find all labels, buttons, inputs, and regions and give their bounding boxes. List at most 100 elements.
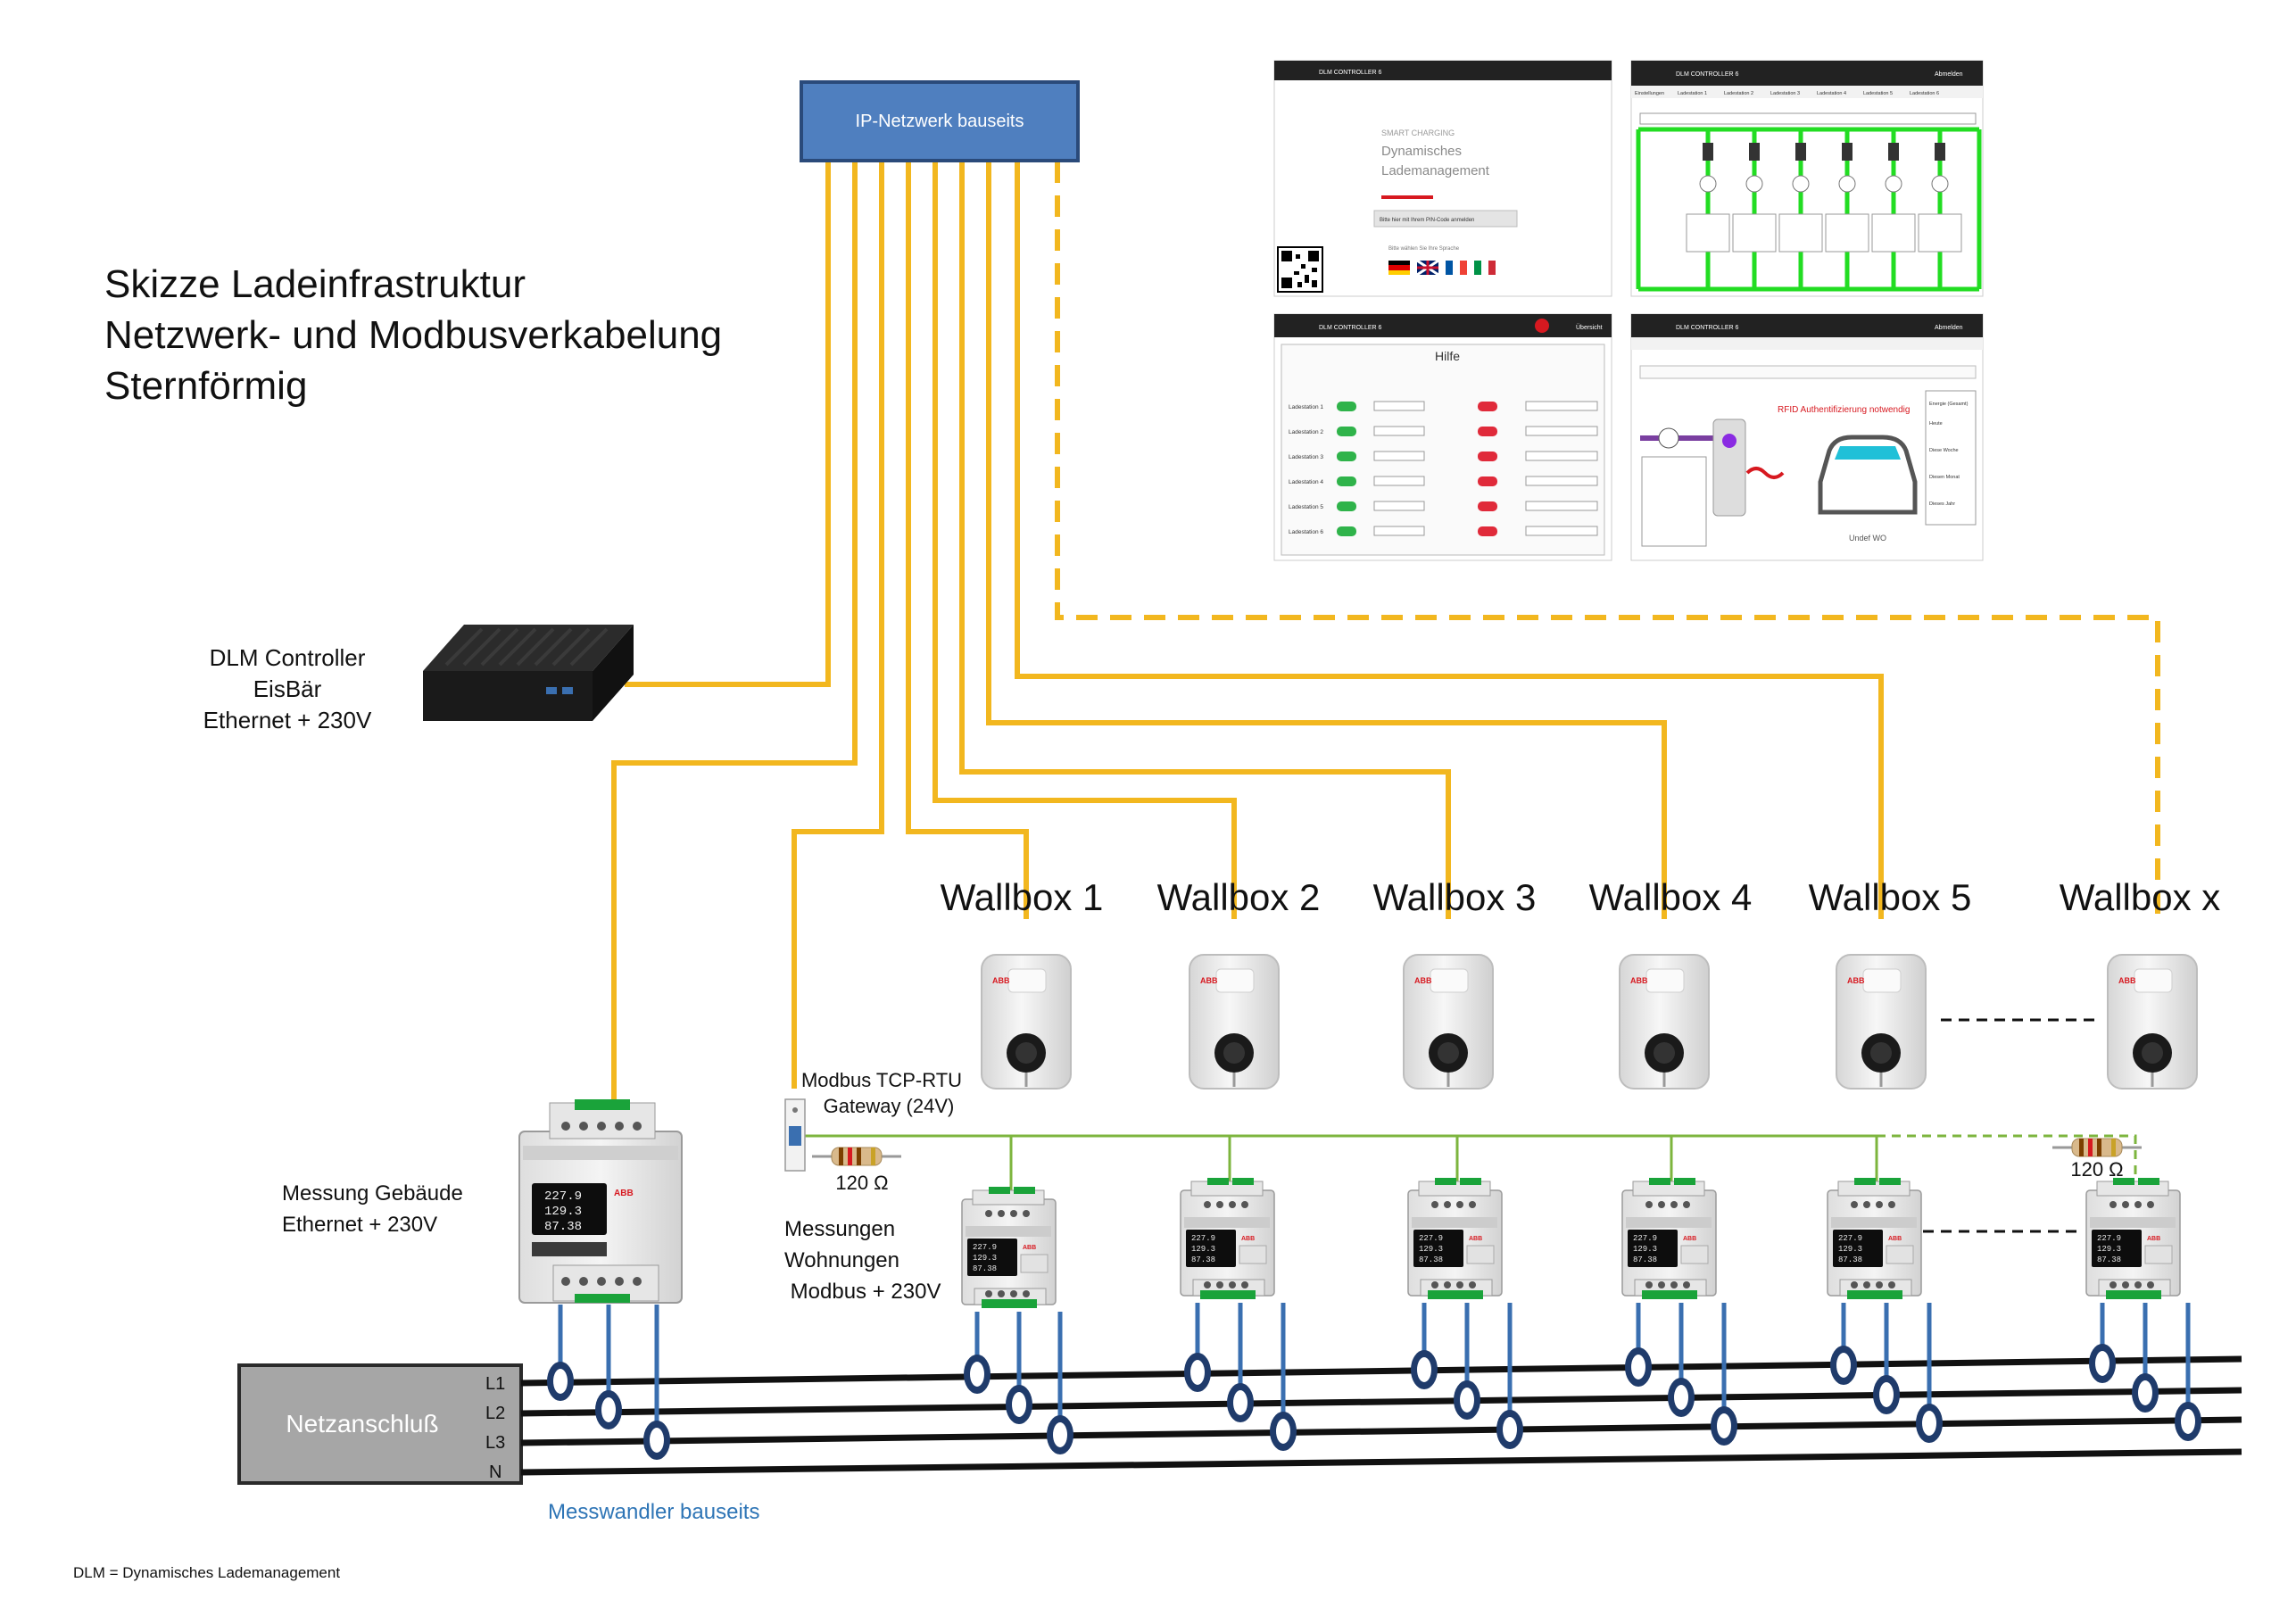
ct-building-l1 — [547, 1362, 574, 1401]
language-flags[interactable] — [1388, 259, 1496, 277]
overview-tab-6[interactable]: Ladestation 6 — [1910, 91, 1939, 96]
overview-tab-5[interactable]: Ladestation 5 — [1863, 91, 1893, 96]
station-side-1: Heute — [1929, 421, 1943, 427]
ct-w5-l2 — [1873, 1375, 1900, 1414]
apartment-meter-label-2: Wohnungen — [784, 1248, 899, 1272]
building-meter-value-1: 227.9 — [544, 1189, 582, 1204]
ethernet-cables — [611, 162, 2160, 1106]
apartment-meter-4 — [1621, 1177, 1717, 1300]
login-button-label: Bitte hier mit Ihrem PIN-Code anmelden — [1380, 218, 1474, 223]
building-meter-label-1: Messung Gebäude — [282, 1181, 463, 1206]
ct-w1-l1 — [964, 1355, 991, 1394]
modbus-bus — [805, 1134, 2137, 1196]
wallbox-1 — [980, 953, 1073, 1090]
wallbox-label-4: Wallbox 4 — [1589, 876, 1753, 918]
ct-w2-l3 — [1270, 1412, 1297, 1451]
cable-wallbox-x — [1055, 162, 2160, 919]
screenshot-overview: DLM CONTROLLER 6 Abmelden Einstellungen … — [1630, 60, 1984, 297]
modbus-gateway — [784, 1098, 806, 1172]
ct-label: Messwandler bauseits — [548, 1500, 759, 1524]
apartment-meter-2 — [1180, 1177, 1275, 1300]
overview-header: DLM CONTROLLER 6 — [1676, 71, 1739, 78]
station-side-4: Dieses Jahr — [1929, 501, 1955, 507]
phase-l2: L2 — [485, 1404, 505, 1423]
cable-wallbox-3 — [959, 162, 1451, 919]
wallbox-label-2: Wallbox 2 — [1157, 876, 1321, 918]
ct-w3-l3 — [1496, 1410, 1523, 1449]
wallbox-label-1: Wallbox 1 — [941, 876, 1104, 918]
phase-n: N — [489, 1462, 501, 1482]
cable-wallbox-4 — [986, 162, 1667, 919]
wallbox-3 — [1402, 953, 1495, 1090]
building-meter-value-3: 87.38 — [544, 1220, 582, 1234]
help-header: DLM CONTROLLER 6 — [1319, 325, 1382, 331]
ct-w2-l2 — [1227, 1383, 1254, 1422]
overview-tab-4[interactable]: Ladestation 4 — [1817, 91, 1846, 96]
controller-label-3: Ethernet + 230V — [203, 707, 372, 733]
wallbox-label-x: Wallbox x — [2060, 876, 2221, 918]
grid-connection-box — [237, 1363, 523, 1485]
ct-w4-l1 — [1625, 1347, 1652, 1387]
login-line-3: Lademanagement — [1381, 163, 1490, 178]
title-line-3: Sternförmig — [104, 364, 307, 408]
screenshot-station: DLM CONTROLLER 6 Abmelden RFID Authentif… — [1630, 313, 1984, 561]
overview-tab-3[interactable]: Ladestation 3 — [1770, 91, 1800, 96]
login-line-1: SMART CHARGING — [1381, 128, 1455, 137]
help-icon[interactable] — [1535, 319, 1549, 333]
title-line-1: Skizze Ladeinfrastruktur — [104, 262, 526, 306]
ct-w5-l1 — [1830, 1346, 1857, 1385]
wallbox-5 — [1835, 953, 1927, 1090]
ct-wires — [558, 1303, 2191, 1426]
overview-tab-1[interactable]: Ladestation 1 — [1678, 91, 1707, 96]
ct-wx-l2 — [2132, 1373, 2159, 1413]
ct-w3-l2 — [1454, 1380, 1480, 1420]
building-meter-label-2: Ethernet + 230V — [282, 1213, 437, 1237]
overview-tab-0[interactable]: Einstellungen — [1635, 91, 1664, 96]
help-row-3: Ladestation 3 — [1289, 454, 1323, 460]
station-logout[interactable]: Abmelden — [1935, 325, 1963, 331]
help-link[interactable]: Übersicht — [1576, 324, 1603, 331]
login-button[interactable] — [1373, 210, 1518, 228]
help-row-1: Ladestation 1 — [1289, 404, 1323, 410]
footnote: DLM = Dynamisches Lademanagement — [73, 1564, 340, 1581]
apartment-meter-x — [2085, 1177, 2181, 1300]
building-meter: 227.9 129.3 87.38 ABB — [518, 1099, 683, 1304]
wallbox-4 — [1618, 953, 1711, 1090]
help-row-6: Ladestation 6 — [1289, 529, 1323, 535]
phase-conductors — [520, 1355, 2242, 1476]
overview-logout[interactable]: Abmelden — [1935, 71, 1963, 78]
cable-gateway — [792, 162, 884, 1089]
login-lang-label: Bitte wählen Sie Ihre Sprache — [1388, 246, 1460, 252]
network-label: IP-Netzwerk bauseits — [856, 112, 1024, 131]
login-header: DLM CONTROLLER 6 — [1319, 70, 1382, 76]
screenshot-login: DLM CONTROLLER 6 SMART CHARGING Dynamisc… — [1273, 60, 1612, 297]
ct-wx-l3 — [2175, 1402, 2201, 1441]
ct-building-l3 — [643, 1421, 670, 1460]
phase-l1: L1 — [485, 1374, 505, 1394]
ct-wx-l1 — [2089, 1344, 2116, 1383]
controller-label-2: EisBär — [253, 675, 322, 702]
cable-building-meter — [611, 162, 858, 1106]
help-row-4: Ladestation 4 — [1289, 479, 1323, 485]
station-status: Undef WO — [1849, 534, 1886, 543]
ct-w3-l1 — [1411, 1350, 1438, 1389]
resistor-right — [2052, 1138, 2142, 1157]
overview-tab-2[interactable]: Ladestation 2 — [1724, 91, 1753, 96]
station-rfid-text: RFID Authentifizierung notwendig — [1778, 405, 1910, 415]
help-row-2: Ladestation 2 — [1289, 429, 1323, 435]
ct-w5-l3 — [1916, 1404, 1943, 1443]
cable-controller — [625, 162, 831, 687]
ct-w2-l1 — [1184, 1353, 1211, 1392]
dlm-controller-device — [423, 625, 634, 721]
phase-l3: L3 — [485, 1433, 505, 1453]
resistor-left — [812, 1147, 901, 1166]
cable-wallbox-2 — [932, 162, 1237, 919]
station-side-3: Diesen Monat — [1929, 475, 1960, 480]
login-line-2: Dynamisches — [1381, 144, 1462, 159]
screenshot-help: DLM CONTROLLER 6 Übersicht Hilfe Ladesta… — [1273, 313, 1612, 561]
gateway-label-2: Gateway (24V) — [824, 1095, 955, 1117]
station-side-0: Energie (Gesamt) — [1929, 402, 1969, 407]
ct-w4-l2 — [1668, 1378, 1695, 1417]
apartment-meter-1 — [961, 1186, 1057, 1309]
